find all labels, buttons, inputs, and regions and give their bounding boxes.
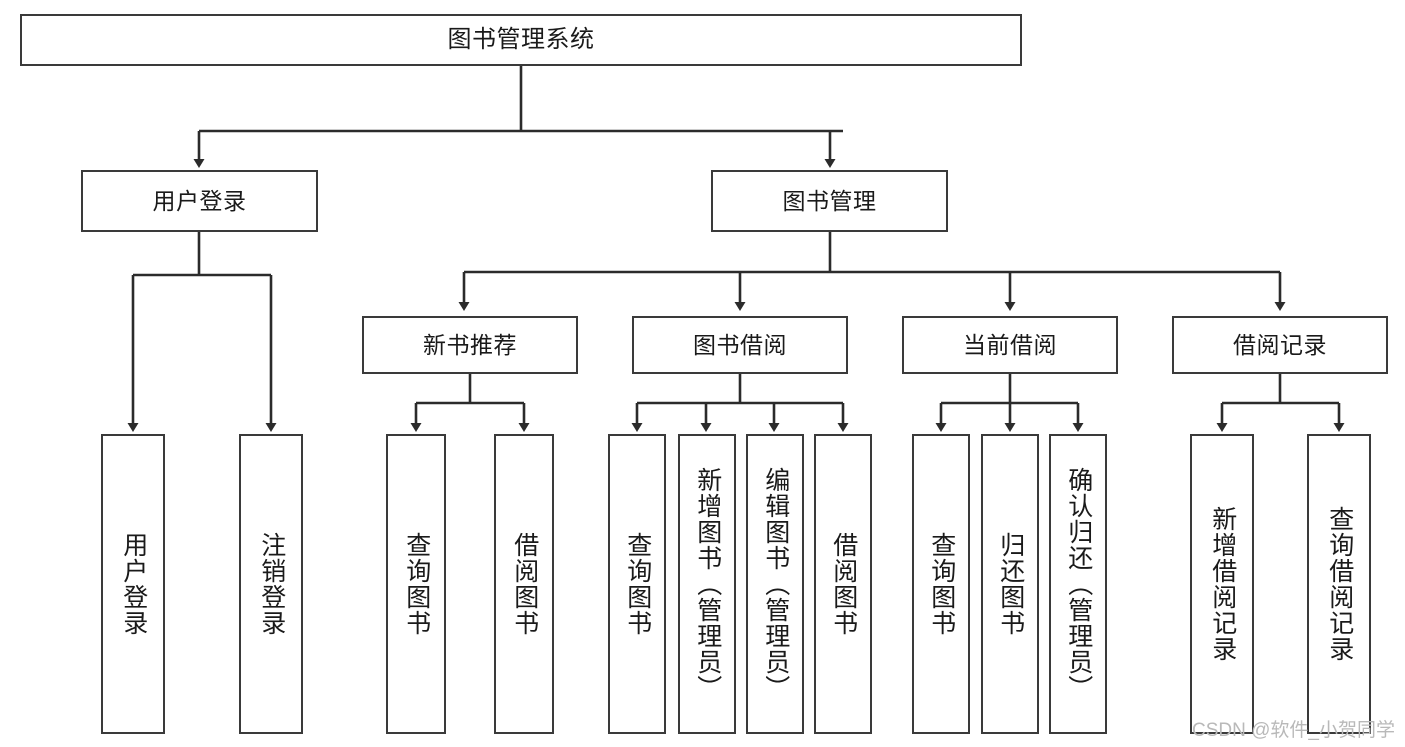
- node-user-login[interactable]: 用户登录: [81, 170, 318, 232]
- node-label: 查询图书: [623, 532, 652, 636]
- node-book-management[interactable]: 图书管理: [711, 170, 948, 232]
- node-label: 查询图书: [402, 532, 431, 636]
- leaf-query-book-current[interactable]: 查询图书: [912, 434, 970, 734]
- node-borrow-record[interactable]: 借阅记录: [1172, 316, 1388, 374]
- node-label: 借阅图书: [829, 532, 858, 636]
- node-label: 查询借阅记录: [1325, 506, 1354, 662]
- leaf-confirm-return-admin[interactable]: 确认归还（管理员）: [1049, 434, 1107, 734]
- leaf-logout-login[interactable]: 注销登录: [239, 434, 303, 734]
- leaf-edit-book-admin[interactable]: 编辑图书（管理员）: [746, 434, 804, 734]
- node-label: 编辑图书（管理员）: [761, 467, 790, 701]
- node-label: 借阅记录: [1233, 331, 1327, 358]
- node-current-borrow[interactable]: 当前借阅: [902, 316, 1118, 374]
- node-label: 图书管理系统: [447, 26, 595, 54]
- node-label: 新增图书（管理员）: [693, 467, 722, 701]
- node-label: 新书推荐: [423, 331, 517, 358]
- node-book-borrow[interactable]: 图书借阅: [632, 316, 848, 374]
- node-label: 图书借阅: [693, 331, 787, 358]
- node-label: 新增借阅记录: [1208, 506, 1237, 662]
- node-label: 注销登录: [257, 532, 286, 636]
- node-root-library-management-system[interactable]: 图书管理系统: [20, 14, 1022, 66]
- node-new-book-recommend[interactable]: 新书推荐: [362, 316, 578, 374]
- leaf-user-login[interactable]: 用户登录: [101, 434, 165, 734]
- leaf-query-book-recommend[interactable]: 查询图书: [386, 434, 446, 734]
- node-label: 归还图书: [996, 532, 1025, 636]
- leaf-add-borrow-record[interactable]: 新增借阅记录: [1190, 434, 1254, 734]
- node-label: 当前借阅: [963, 331, 1057, 358]
- node-label: 借阅图书: [510, 532, 539, 636]
- leaf-query-book-borrow[interactable]: 查询图书: [608, 434, 666, 734]
- leaf-query-borrow-record[interactable]: 查询借阅记录: [1307, 434, 1371, 734]
- node-label: 图书管理: [782, 187, 877, 214]
- node-label: 确认归还（管理员）: [1064, 467, 1093, 701]
- leaf-borrow-book-recommend[interactable]: 借阅图书: [494, 434, 554, 734]
- node-label: 查询图书: [927, 532, 956, 636]
- leaf-borrow-book-borrow[interactable]: 借阅图书: [814, 434, 872, 734]
- node-label: 用户登录: [152, 187, 247, 214]
- leaf-add-book-admin[interactable]: 新增图书（管理员）: [678, 434, 736, 734]
- leaf-return-book[interactable]: 归还图书: [981, 434, 1039, 734]
- node-label: 用户登录: [119, 532, 148, 636]
- csdn-watermark: CSDN @软件_小贺同学: [1192, 720, 1395, 741]
